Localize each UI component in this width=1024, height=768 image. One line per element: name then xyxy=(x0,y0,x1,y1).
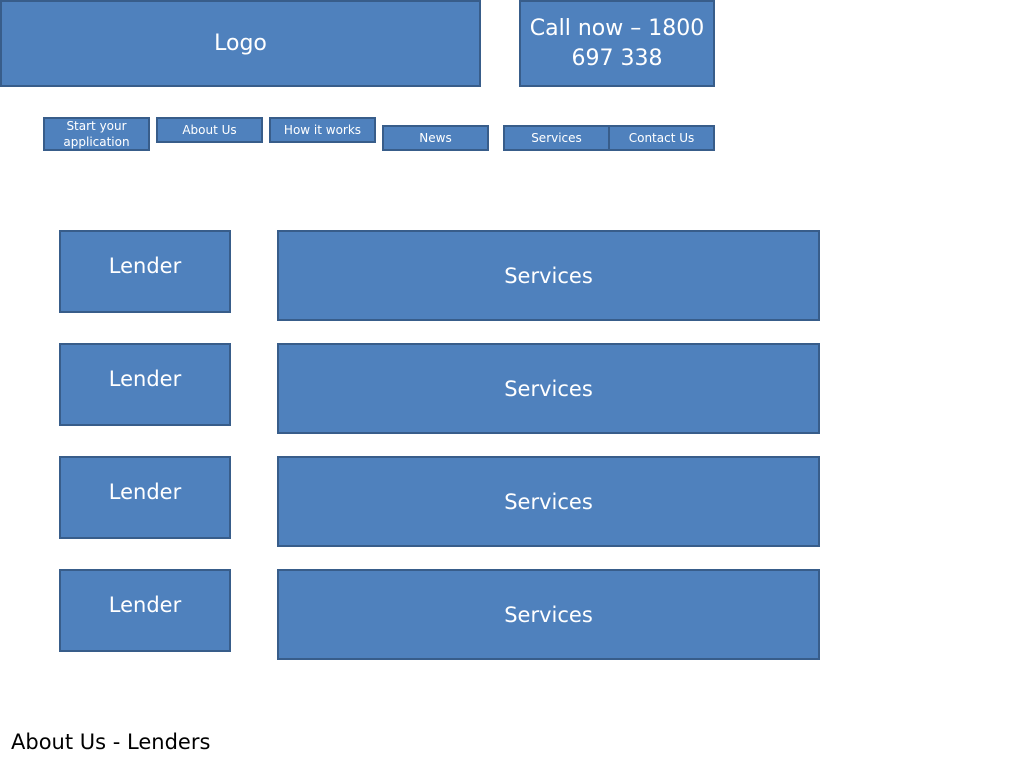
page-caption: About Us - Lenders xyxy=(11,730,211,754)
lender-label: Lender xyxy=(108,253,182,278)
nav-contact-us-button[interactable]: Contact Us xyxy=(608,125,715,151)
lender-box[interactable]: Lender xyxy=(59,343,231,426)
lender-box[interactable]: Lender xyxy=(59,456,231,539)
nav-services-button[interactable]: Services xyxy=(503,125,610,151)
call-now-label: Call now – 1800 697 338 xyxy=(529,15,705,71)
nav-how-it-works-label: How it works xyxy=(283,123,362,137)
services-box[interactable]: Services xyxy=(277,569,820,660)
lender-box[interactable]: Lender xyxy=(59,569,231,652)
nav-how-it-works-button[interactable]: How it works xyxy=(269,117,376,143)
nav-news-label: News xyxy=(419,131,452,145)
lender-label: Lender xyxy=(108,366,182,391)
call-now-box[interactable]: Call now – 1800 697 338 xyxy=(519,0,715,87)
lender-label: Lender xyxy=(108,592,182,617)
services-label: Services xyxy=(504,263,593,288)
lender-label: Lender xyxy=(108,479,182,504)
services-box[interactable]: Services xyxy=(277,343,820,434)
nav-about-us-label: About Us xyxy=(182,123,237,137)
nav-about-us-button[interactable]: About Us xyxy=(156,117,263,143)
nav-start-application-label: Start your application xyxy=(63,119,130,149)
nav-start-application-button[interactable]: Start your application xyxy=(43,117,150,151)
services-box[interactable]: Services xyxy=(277,456,820,547)
nav-services-label: Services xyxy=(531,131,582,145)
logo-label: Logo xyxy=(214,31,267,56)
nav-news-button[interactable]: News xyxy=(382,125,489,151)
lender-box[interactable]: Lender xyxy=(59,230,231,313)
logo[interactable]: Logo xyxy=(0,0,481,87)
services-label: Services xyxy=(504,602,593,627)
services-label: Services xyxy=(504,489,593,514)
services-box[interactable]: Services xyxy=(277,230,820,321)
nav-contact-us-label: Contact Us xyxy=(628,131,695,145)
services-label: Services xyxy=(504,376,593,401)
